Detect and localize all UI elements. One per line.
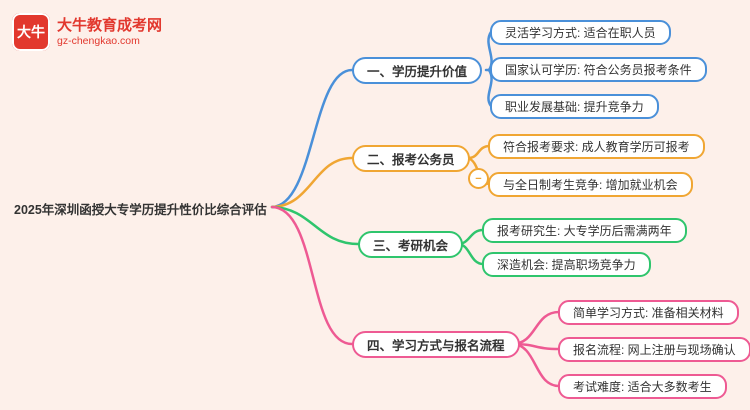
leaf-node-3-1: 报考研究生: 大专学历后需满两年 — [482, 218, 687, 243]
logo-icon: 大牛 — [12, 13, 50, 51]
collapse-button[interactable]: − — [468, 168, 489, 189]
leaf-node-3-2: 深造机会: 提高职场竞争力 — [482, 252, 651, 277]
logo-site-name: 大牛教育成考网 — [57, 17, 163, 35]
connector-root-branch4 — [270, 205, 354, 346]
branch-node-1: 一、学历提升价值 — [352, 57, 483, 84]
leaf-node-1-1: 灵活学习方式: 适合在职人员 — [490, 20, 671, 45]
connector-b2-leaf1 — [466, 144, 492, 160]
leaf-node-4-3: 考试难度: 适合大多数考生 — [558, 374, 727, 399]
connector-b4-leaf3 — [510, 342, 561, 388]
mindmap-root-label: 2025年深圳函授大专学历提升性价比综合评估 — [14, 203, 267, 217]
leaf-node-2-1: 符合报考要求: 成人教育学历可报考 — [488, 134, 705, 159]
connector-root-branch2 — [270, 156, 354, 209]
branch-node-3: 三、考研机会 — [358, 231, 464, 258]
leaf-node-1-2: 国家认可学历: 符合公务员报考条件 — [490, 57, 707, 82]
branch-node-4: 四、学习方式与报名流程 — [352, 331, 520, 358]
leaf-node-1-3: 职业发展基础: 提升竞争力 — [490, 94, 659, 119]
site-logo[interactable]: 大牛 大牛教育成考网 gz-chengkao.com — [12, 13, 162, 51]
connector-root-branch1 — [270, 68, 354, 209]
leaf-node-4-1: 简单学习方式: 准备相关材料 — [558, 300, 739, 325]
branch-node-2: 二、报考公务员 — [352, 145, 470, 172]
logo-site-url: gz-chengkao.com — [57, 34, 140, 47]
connector-root-branch3 — [270, 205, 360, 246]
leaf-node-2-2: 与全日制考生竞争: 增加就业机会 — [488, 172, 693, 197]
leaf-node-4-2: 报名流程: 网上注册与现场确认 — [558, 337, 750, 362]
